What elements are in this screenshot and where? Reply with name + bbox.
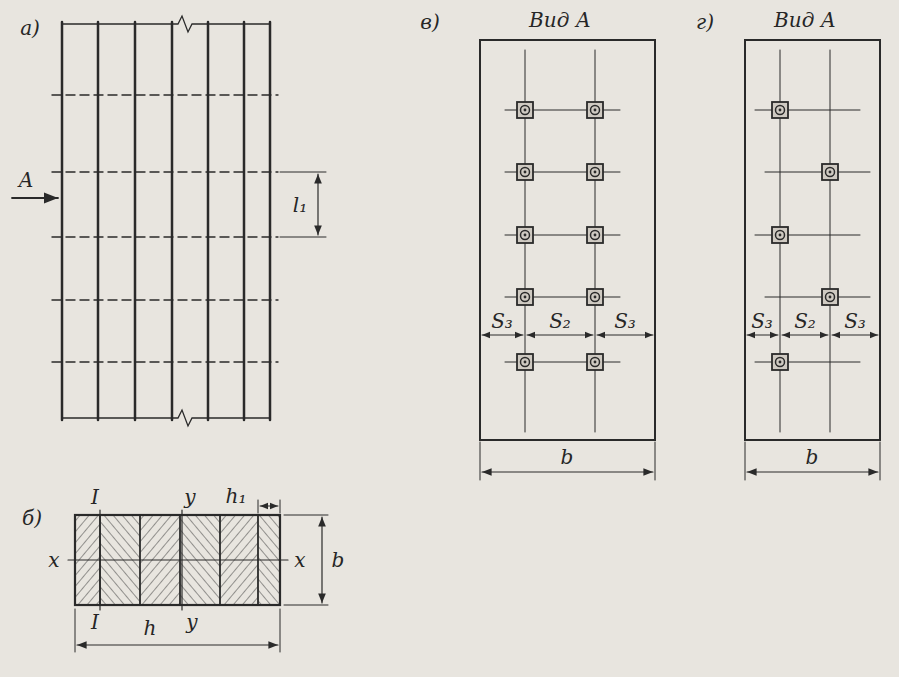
planks	[62, 22, 270, 420]
dimension: b	[561, 446, 574, 468]
bolt-center	[594, 234, 597, 237]
dimension: l₁	[293, 194, 307, 216]
view-arrow-letter: А	[18, 169, 33, 191]
bolt	[591, 168, 600, 177]
bolt	[826, 168, 835, 177]
view-title: Вид А	[774, 9, 836, 31]
dimension: S₃	[614, 310, 636, 332]
view-title: Вид А	[529, 9, 591, 31]
bolt	[521, 231, 530, 240]
bolt-center	[779, 234, 782, 237]
section-mark: I	[91, 611, 99, 633]
bolt	[521, 293, 530, 302]
bolt	[521, 358, 530, 367]
bolt	[521, 168, 530, 177]
bolt	[591, 106, 600, 115]
dimension: h	[144, 617, 157, 639]
bolt-center	[524, 234, 527, 237]
washer	[822, 289, 838, 305]
axis-name: y	[184, 486, 195, 508]
dimension: S₂	[794, 310, 816, 332]
bolt	[521, 106, 530, 115]
washer	[517, 102, 533, 118]
axis-name: x	[48, 549, 59, 571]
bolt-symbols	[517, 102, 838, 370]
bolt-rows	[52, 95, 278, 362]
dimension: S₂	[549, 310, 571, 332]
bolt	[826, 293, 835, 302]
bolt-center	[594, 296, 597, 299]
washer	[517, 164, 533, 180]
bolt-center	[594, 109, 597, 112]
panel-letter: в)	[420, 11, 439, 33]
dimension: b	[332, 549, 345, 571]
washer	[517, 289, 533, 305]
washer	[587, 164, 603, 180]
washer	[772, 354, 788, 370]
bolt-center	[594, 361, 597, 364]
bolt-center	[829, 296, 832, 299]
section-mark: I	[91, 486, 99, 508]
bolt-center	[524, 109, 527, 112]
washer	[587, 102, 603, 118]
washer	[587, 354, 603, 370]
bolt-center	[829, 171, 832, 174]
bolt-center	[779, 361, 782, 364]
bolt	[776, 358, 785, 367]
washer	[587, 289, 603, 305]
washer	[517, 227, 533, 243]
bolt-center	[594, 171, 597, 174]
axis-name: y	[186, 611, 197, 633]
dimension: h₁	[226, 485, 247, 507]
axis-name: x	[294, 549, 305, 571]
dimension: S₃	[751, 310, 773, 332]
bolt-center	[524, 361, 527, 364]
bolt-center	[524, 296, 527, 299]
dimension: S₃	[491, 310, 513, 332]
washer	[587, 227, 603, 243]
panel-letter: б)	[22, 507, 42, 529]
panel-letter: а)	[20, 17, 40, 39]
dimension: b	[806, 446, 819, 468]
panel-letter: г)	[696, 11, 714, 33]
washer	[772, 227, 788, 243]
bolt	[591, 293, 600, 302]
bolt-center	[524, 171, 527, 174]
washer	[517, 354, 533, 370]
bolt	[591, 231, 600, 240]
bolt	[776, 231, 785, 240]
dimension: S₃	[844, 310, 866, 332]
washer	[772, 102, 788, 118]
bolt	[591, 358, 600, 367]
bolt	[776, 106, 785, 115]
bolt-center	[779, 109, 782, 112]
washer	[822, 164, 838, 180]
